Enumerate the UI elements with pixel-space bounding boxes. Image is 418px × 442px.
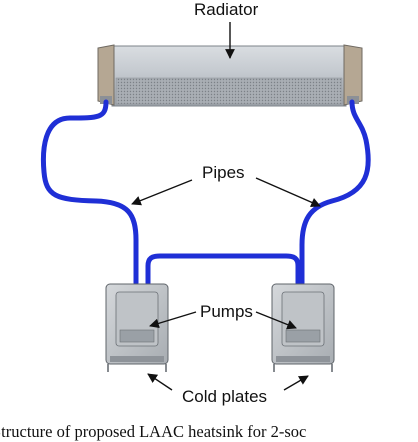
label-radiator: Radiator [194,0,259,19]
figure-caption: Structure of proposed LAAC heatsink for … [0,422,307,441]
coldplates-arrow-left [147,373,173,391]
label-pipes: Pipes [202,163,245,182]
pipe-bridge [145,253,301,286]
label-pumps: Pumps [200,302,253,321]
radiator-fins [115,77,343,105]
pumps-arrow-right [255,311,297,330]
pumps-arrow-left [149,311,197,329]
pipes-arrow-left [131,179,193,206]
cold-plate-left [105,283,169,372]
radiator-right-cap [343,44,363,106]
radiator-left-cap [97,44,115,106]
coldplates-arrow-right [283,375,309,391]
pipes [40,99,371,286]
cold-plate-right [271,283,335,372]
label-cold-plates: Cold plates [182,387,268,406]
arrows [131,22,321,391]
pipe-left [40,99,139,286]
pipe-right [299,99,371,286]
pipes-arrow-right [255,177,321,207]
